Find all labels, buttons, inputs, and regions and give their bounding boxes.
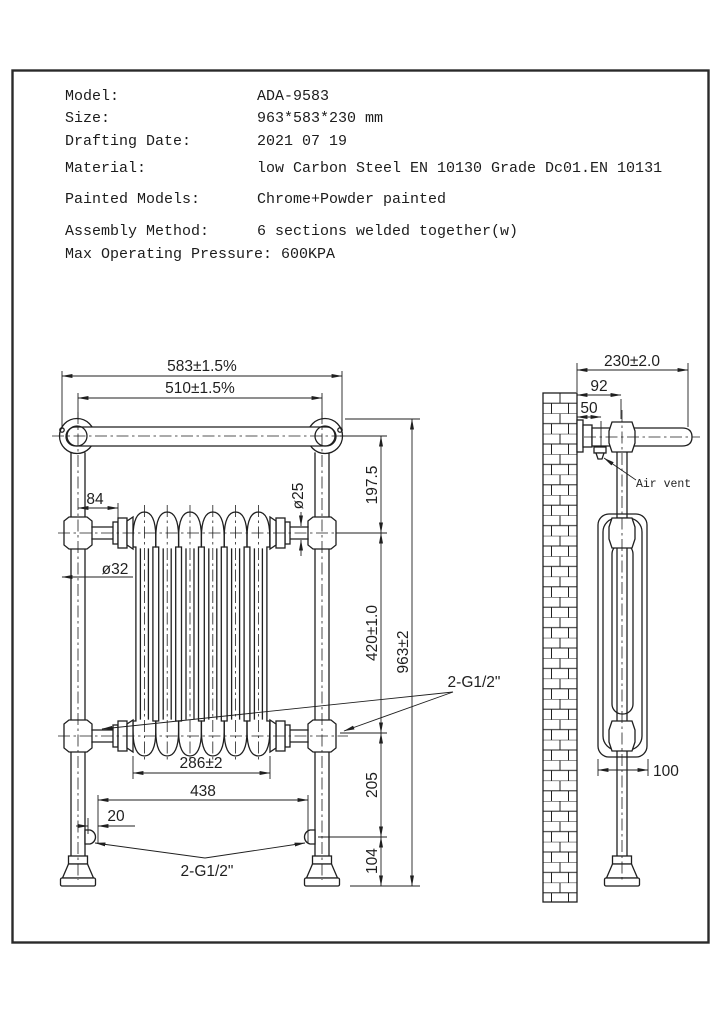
spec-row-material: Material: low Carbon Steel EN 10130 Grade… [65, 160, 662, 177]
dim-wall-to-vent: 50 [580, 400, 598, 417]
label-bottom-connections: 2-G1/2" [181, 863, 234, 880]
dim-valve-to-floor: 104 [364, 848, 381, 874]
dim-overall-height: 963±2 [395, 631, 412, 674]
spec-label: Max Operating Pressure: [65, 246, 273, 263]
spec-value: 2021 07 19 [257, 133, 348, 150]
valve-stub-right [303, 829, 316, 845]
dim-connector-diameter: ø25 [290, 483, 307, 510]
dim-left-offset: 84 [86, 491, 104, 508]
dim-valve-offset: 20 [107, 808, 125, 825]
dim-tube-centers: 510±1.5% [165, 380, 235, 397]
spec-row-model: Model: ADA-9583 [65, 88, 329, 105]
dim-radiator-to-valve: 205 [364, 772, 381, 798]
wall-bracket-side [576, 419, 584, 453]
dimension-lines [61, 363, 689, 887]
dim-overall-width: 583±1.5% [167, 358, 237, 375]
dim-valve-centers: 438 [190, 783, 216, 800]
spec-label: Size: [65, 110, 111, 127]
vertical-pipes-front [70, 452, 330, 859]
frame-border [11, 69, 710, 944]
side-view [542, 392, 693, 903]
spec-value: ADA-9583 [257, 88, 330, 105]
spec-row-assembly-method: Assembly Method: 6 sections welded togeth… [65, 223, 518, 240]
dim-pipe-diameter: ø32 [102, 561, 129, 578]
dim-wall-to-pipe: 92 [590, 378, 607, 395]
spec-row-painted-models: Painted Models: Chrome+Powder painted [65, 191, 446, 208]
spec-label: Painted Models: [65, 191, 201, 208]
towel-rail-front [65, 426, 337, 447]
dimension-labels: 583±1.5% 510±1.5% 84 ø32 ø25 197.5 420±1… [86, 353, 691, 880]
spec-label: Assembly Method: [65, 223, 210, 240]
spec-value: low Carbon Steel EN 10130 Grade Dc01.EN … [257, 160, 663, 177]
dim-radiator-depth: 100 [653, 763, 679, 780]
spec-value: 963*583*230 mm [257, 110, 384, 127]
dim-rail-to-radiator: 197.5 [364, 466, 381, 505]
spec-value: 600KPA [281, 246, 336, 263]
valve-stub-left [84, 829, 97, 845]
spec-row-size: Size: 963*583*230 mm [65, 110, 383, 127]
brick-wall [542, 392, 578, 903]
dim-radiator-height: 420±1.0 [364, 605, 381, 661]
spec-label: Material: [65, 160, 147, 177]
label-air-vent: Air vent [636, 478, 691, 491]
spec-row-drafting-date: Drafting Date: 2021 07 19 [65, 133, 347, 150]
spec-label: Model: [65, 88, 120, 105]
spec-row-max-pressure: Max Operating Pressure: 600KPA [65, 246, 335, 263]
spec-label: Drafting Date: [65, 133, 192, 150]
dim-radiator-width: 286±2 [180, 755, 223, 772]
dim-overall-depth: 230±2.0 [604, 353, 660, 370]
centerlines [52, 410, 700, 880]
air-vent [593, 446, 607, 460]
spec-value: 6 sections welded together(w) [257, 223, 519, 240]
label-radiator-connections: 2-G1/2" [448, 674, 501, 691]
spec-value: Chrome+Powder painted [257, 191, 447, 208]
